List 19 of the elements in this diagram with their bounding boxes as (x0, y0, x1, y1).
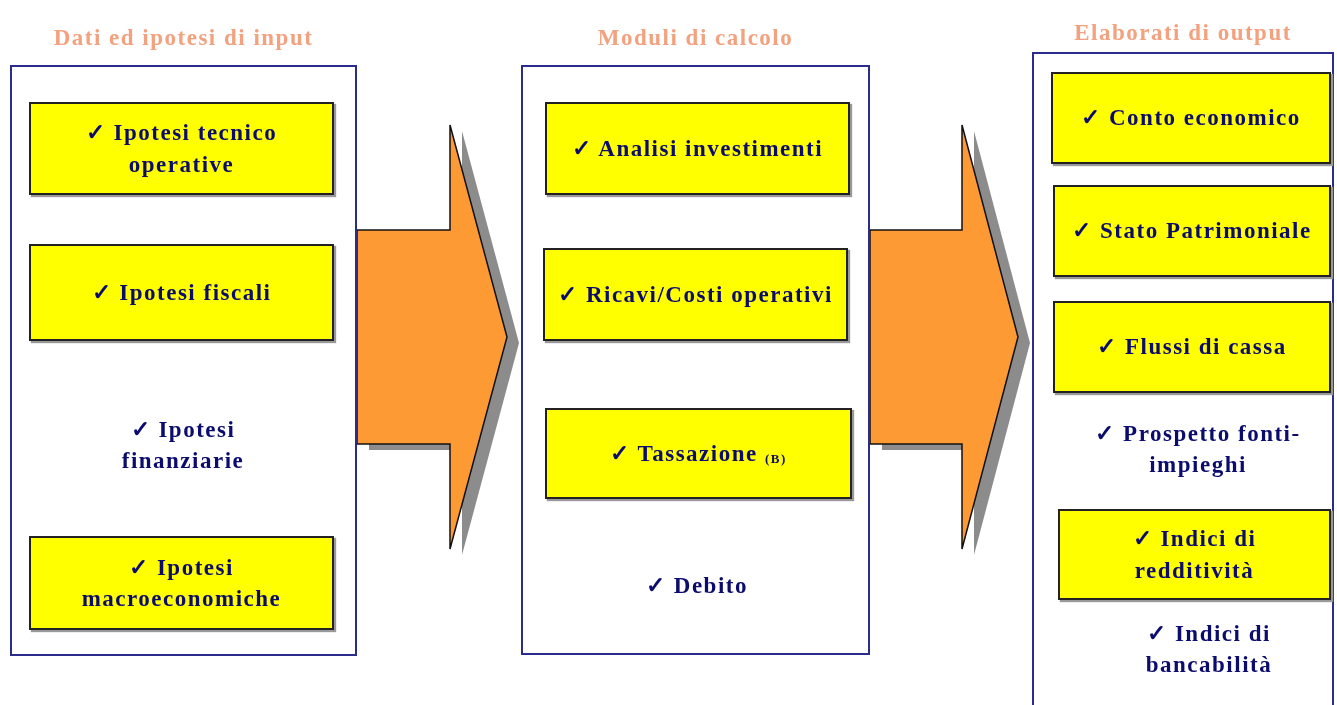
item-box: ✓ Ipotesi macroeconomiche (29, 536, 334, 630)
item-text: ✓ Prospetto fonti-impieghi (1094, 420, 1302, 480)
item-text: ✓ Debito (645, 572, 749, 600)
block-arrow (869, 124, 1030, 555)
item-box: ✓ Ipotesi fiscali (29, 244, 334, 341)
item-box: ✓ Tassazione $_{(B)}$ (545, 408, 852, 499)
item-box: ✓ Stato Patrimoniale (1053, 185, 1331, 277)
item-box: ✓ Analisi investimenti (545, 102, 850, 195)
item-text: ✓ Ipotesi finanziarie (120, 416, 246, 476)
panel-title: Elaborati di output (1074, 20, 1292, 46)
item-box: ✓ Flussi di cassa (1053, 301, 1331, 393)
item-box: ✓ Ricavi/Costi operativi (543, 248, 848, 341)
item-box: ✓ Indici di redditività (1058, 509, 1331, 600)
panel-title: Moduli di calcolo (597, 25, 794, 51)
item-box: ✓ Ipotesi tecnico operative (29, 102, 334, 195)
panel-title: Dati ed ipotesi di input (53, 25, 314, 51)
item-text: ✓ Indici di bancabilità (1144, 620, 1274, 680)
block-arrow (356, 124, 519, 555)
item-box: ✓ Conto economico (1051, 72, 1331, 164)
